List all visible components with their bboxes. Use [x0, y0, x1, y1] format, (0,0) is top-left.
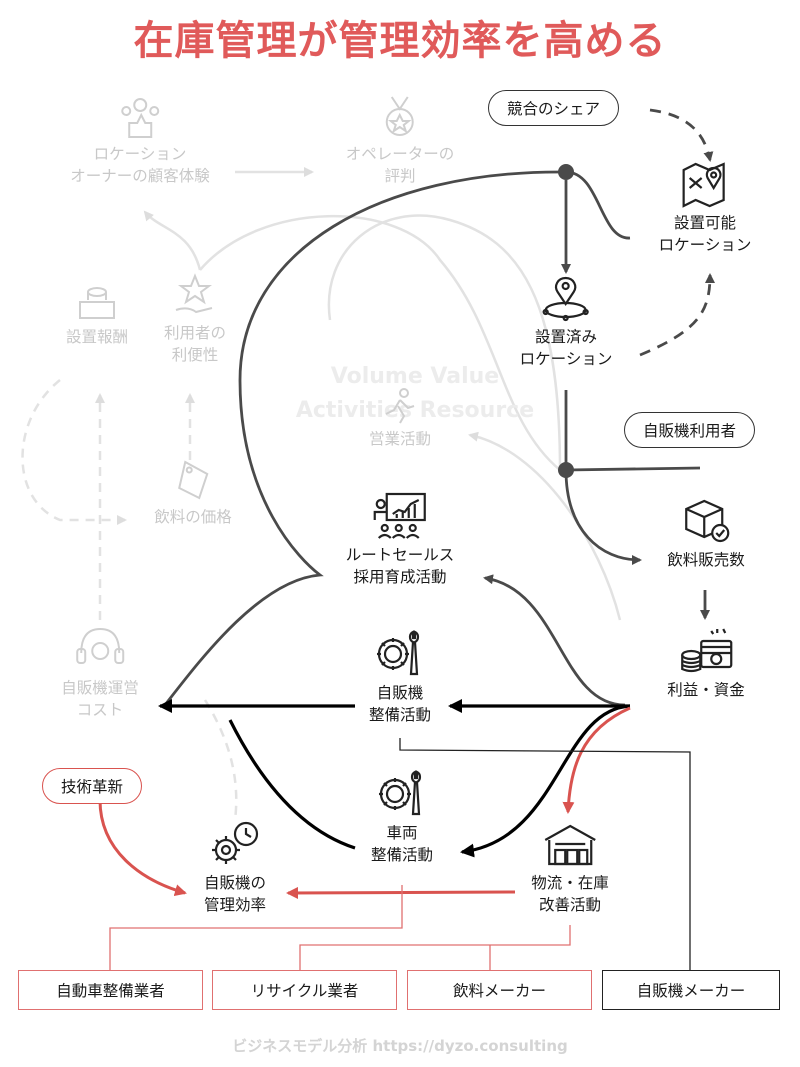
black-links — [158, 699, 631, 858]
partner-links — [109, 738, 691, 970]
partner-box-drink-maker: 飲料メーカー — [407, 970, 592, 1010]
node-installed-location: 設置済み ロケーション — [520, 276, 612, 370]
pill-competition-share: 競合のシェア — [488, 90, 620, 126]
price-tag-icon — [177, 460, 209, 500]
hand-star-icon — [175, 273, 213, 314]
presentation-board-icon — [373, 492, 427, 539]
node-install-reward: 設置報酬 — [66, 282, 128, 348]
node-sales-activity: 営業活動 — [369, 388, 431, 450]
node-installable-location: 設置可能 ロケーション — [659, 158, 751, 256]
box-check-icon — [684, 499, 730, 543]
gear-clock-icon — [211, 821, 259, 864]
node-operator-rep: オペレーターの 評判 — [346, 95, 454, 187]
gear-wrench-icon — [376, 630, 420, 676]
headset-gear-icon — [75, 627, 124, 664]
location-pin-icon — [542, 276, 590, 322]
node-vehicle-maintenance: 車両 整備活動 — [371, 768, 433, 866]
node-profit: 利益・資金 — [667, 625, 745, 701]
node-drink-price: 飲料の価格 — [154, 458, 232, 528]
faded-links — [21, 167, 622, 821]
money-stack-icon — [78, 287, 115, 319]
footer-credit: ビジネスモデル分析 https://dyzo.consulting — [232, 1037, 568, 1055]
node-location-cx: ロケーション オーナーの顧客体験 — [70, 95, 210, 187]
gear-wrench-icon — [378, 770, 422, 816]
node-vm-op-cost: 自販機運営 コスト — [61, 625, 139, 721]
node-vm-maintenance: 自販機 整備活動 — [369, 628, 431, 726]
partner-box-vm-maker: 自販機メーカー — [602, 970, 780, 1010]
medal-icon — [385, 96, 414, 136]
node-user-convenience: 利用者の 利便性 — [164, 272, 226, 366]
node-drink-sales: 飲料販売数 — [667, 497, 745, 571]
money-coins-icon — [680, 628, 733, 673]
partner-box-recycler: リサイクル業者 — [212, 970, 397, 1010]
page-title: 在庫管理が管理効率を高める — [133, 18, 667, 64]
pill-vm-users: 自販機利用者 — [624, 412, 756, 448]
node-vm-efficiency: 自販機の 管理効率 — [204, 820, 266, 916]
pill-tech-innovation: 技術革新 — [42, 768, 143, 804]
partner-box-car-maintenance: 自動車整備業者 — [18, 970, 203, 1010]
node-logistics: 物流・在庫 改善活動 — [531, 822, 609, 916]
running-person-icon — [385, 388, 415, 424]
watermark: Volume Value Activities Resource — [295, 364, 535, 423]
dark-links — [163, 108, 715, 707]
warehouse-icon — [544, 824, 596, 866]
map-pin-icon — [682, 162, 726, 208]
people-thumbsup-icon — [120, 98, 159, 138]
node-route-sales: ルートセールス 採用育成活動 — [346, 490, 454, 588]
